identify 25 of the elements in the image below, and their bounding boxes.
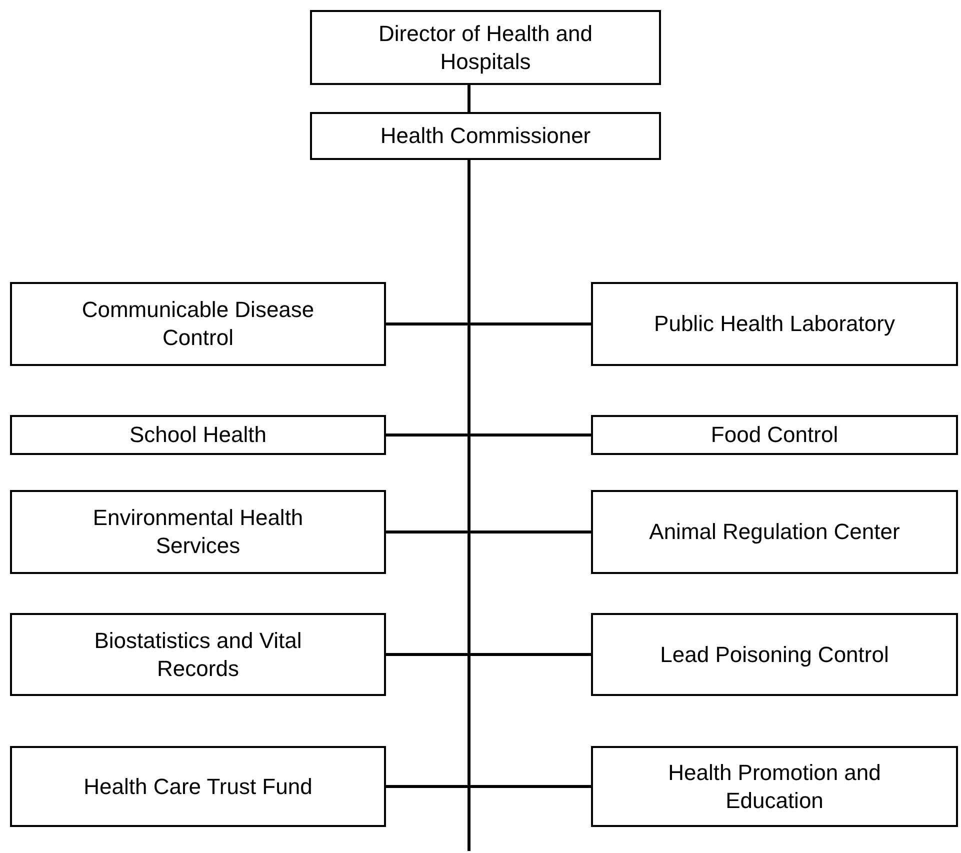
unit-title: Public Health Laboratory xyxy=(654,310,895,338)
unit-title: Lead Poisoning Control xyxy=(660,640,889,668)
org-unit-box xyxy=(10,746,386,827)
unit-title: School Health xyxy=(130,421,266,449)
org-unit-box xyxy=(591,282,958,366)
org-unit-box xyxy=(10,282,386,366)
unit-title: Biostatistics and Vital Records xyxy=(93,626,303,682)
connector-line xyxy=(468,85,470,112)
org-unit-box xyxy=(591,490,958,574)
org-unit-box xyxy=(591,746,958,827)
org-unit-box xyxy=(310,112,661,160)
org-unit-box xyxy=(591,613,958,696)
unit-title: Environmental Health Services xyxy=(92,504,304,560)
org-unit-box xyxy=(591,415,958,455)
org-unit-box xyxy=(10,490,386,574)
org-unit-box xyxy=(10,613,386,696)
org-unit-box xyxy=(10,415,386,455)
org-unit-box xyxy=(310,10,661,85)
unit-title: Director of Health and Hospitals xyxy=(378,20,594,76)
unit-title: Health Care Trust Fund xyxy=(84,772,312,800)
unit-title: Animal Regulation Center xyxy=(649,518,900,546)
unit-title: Health Promotion and Education xyxy=(667,758,882,814)
unit-title: Health Commissioner xyxy=(380,122,591,150)
unit-title: Food Control xyxy=(710,421,838,449)
unit-title: Communicable Disease Control xyxy=(80,296,316,352)
